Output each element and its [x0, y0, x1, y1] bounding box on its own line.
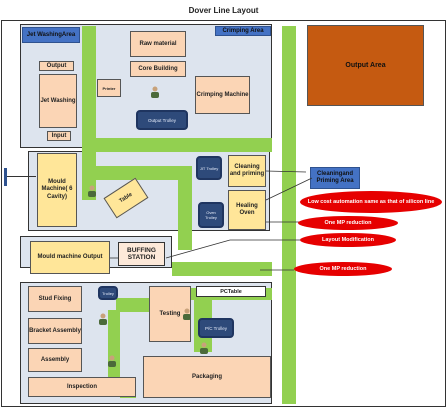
crimping-machine-text: Crimping Machine	[196, 92, 249, 98]
oven-trolley: Oven Trolley	[198, 202, 224, 228]
aisle-vertical-left	[82, 26, 96, 152]
aisle-vertical-center	[178, 180, 192, 250]
trolley-lower: Trolley	[98, 286, 118, 300]
aisle-horizontal-low	[172, 262, 272, 276]
buffing-station: BUFFING STATION	[118, 242, 165, 266]
jet-washing-station: Jet Washing	[39, 74, 77, 128]
callout-low-cost-automation-text: Low cost automation same as that of sili…	[307, 198, 435, 205]
healing-oven-text: Healing Oven	[236, 202, 258, 217]
callout-layout-modification: Layout Modification	[300, 233, 396, 247]
pc-table-text: PCTable	[220, 288, 242, 295]
output-area-text: Output Area	[345, 62, 386, 69]
inspection-text: Inspection	[66, 384, 97, 390]
pc-table-station: PCTable	[196, 286, 266, 297]
aisle-vertical-right	[282, 26, 296, 404]
input-station: Input	[47, 131, 71, 141]
printer-station: Printer	[97, 79, 121, 97]
aisle-horizontal-top	[96, 138, 272, 152]
jet-washing-text: Jet Washing	[40, 98, 76, 104]
callout-one-mp-reduction-1: One MP reduction	[298, 216, 398, 230]
input-station-text: Input	[51, 133, 67, 139]
callout-one-mp-reduction-2-text: One MP reduction	[319, 265, 367, 272]
core-building-text: Core Building	[138, 66, 178, 72]
crimping-area-label: Crimping Area	[215, 26, 271, 36]
operator-icon	[151, 86, 159, 98]
operator-icon	[99, 313, 107, 325]
mould-machine-text: Mould Machine( 6 Cavity)	[41, 178, 73, 200]
trolley-lower-text: Trolley	[102, 290, 114, 296]
assembly-station: Assembly	[28, 348, 82, 372]
output-trolley-text: Output Trolley	[147, 117, 176, 123]
aisle-lower-a	[116, 298, 150, 312]
cleaning-priming-station: Cleaning and priming	[228, 155, 266, 187]
bracket-assembly-station: Bracket Assembly	[28, 318, 82, 344]
callout-layout-modification-text: Layout Modification	[322, 236, 374, 243]
crimping-machine-station: Crimping Machine	[195, 76, 250, 114]
callout-low-cost-automation: Low cost automation same as that of sili…	[300, 191, 442, 213]
printer-text: Printer	[102, 85, 116, 91]
aisle-horizontal-mid	[96, 166, 192, 180]
output-area: Output Area	[307, 25, 424, 106]
callout-one-mp-reduction-2: One MP reduction	[294, 262, 392, 276]
stud-fixing-station: Stud Fixing	[28, 286, 82, 312]
oven-trolley-text: Oven Trolley	[205, 210, 217, 220]
jit-trolley-text: JIT Trolley	[199, 165, 219, 171]
cleaning-priming-text: Cleaning and priming	[229, 163, 265, 178]
pc-trolley-text: P/C Trolley	[204, 325, 227, 331]
operator-icon	[200, 342, 208, 354]
bracket-assembly-text: Bracket Assembly	[29, 328, 81, 334]
operator-icon	[108, 355, 116, 367]
mould-machine-station: Mould Machine( 6 Cavity)	[37, 153, 77, 227]
operator-icon	[183, 308, 191, 320]
testing-station: Testing	[149, 286, 191, 342]
output-trolley: Output Trolley	[136, 110, 188, 130]
callout-one-mp-reduction-1-text: One MP reduction	[324, 219, 372, 226]
jet-washing-area-label: Jet WashingArea	[22, 27, 80, 43]
mould-machine-output-station: Mould machine Output	[30, 241, 110, 274]
operator-icon	[88, 185, 96, 197]
assembly-text: Assembly	[40, 357, 70, 363]
raw-material-station: Raw material	[130, 31, 186, 57]
jit-trolley: JIT Trolley	[196, 156, 222, 180]
stud-fixing-text: Stud Fixing	[38, 296, 72, 302]
pc-trolley: P/C Trolley	[198, 318, 234, 338]
entry-line	[7, 176, 36, 177]
jet-washing-area-text: Jet WashingArea	[26, 31, 76, 38]
crimping-area-text: Crimping Area	[222, 27, 264, 34]
cleaning-priming-area-label: Cleaningand Priming Area	[310, 167, 360, 189]
cleaning-priming-area-text: Cleaningand Priming Area	[316, 171, 354, 184]
buffing-station-text: BUFFING STATION	[127, 247, 156, 261]
packaging-station: Packaging	[143, 356, 271, 398]
entry-marker	[4, 168, 7, 186]
table-text: Table	[118, 191, 134, 204]
healing-oven-station: Healing Oven	[228, 190, 266, 230]
packaging-text: Packaging	[191, 374, 222, 380]
mould-machine-output-text: Mould machine Output	[37, 253, 103, 260]
testing-text: Testing	[159, 311, 181, 317]
output-station-text: Output	[46, 63, 67, 69]
raw-material-text: Raw material	[139, 41, 177, 47]
page-title: Dover Line Layout	[188, 6, 259, 15]
core-building-station: Core Building	[130, 61, 186, 77]
output-station: Output	[39, 61, 74, 71]
inspection-station: Inspection	[28, 377, 136, 397]
